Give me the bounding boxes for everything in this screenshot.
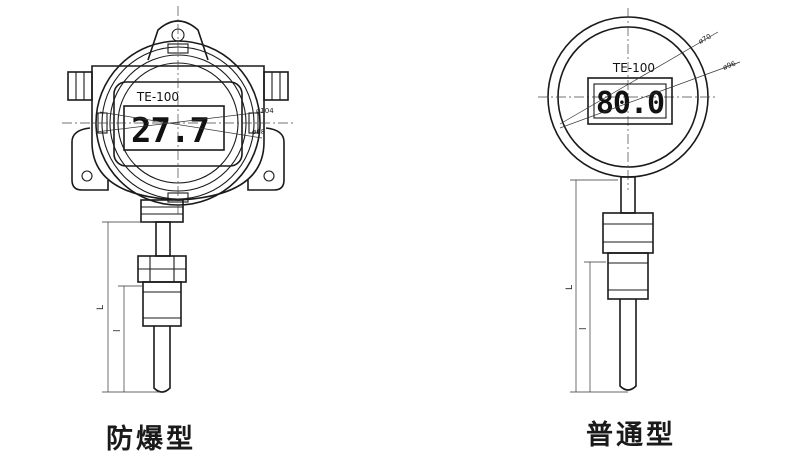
- hex-nut: [602, 212, 654, 254]
- gland-right: [263, 71, 289, 101]
- explosion-proof-thermometer: TE-100 27.7 ø104 ø68 L l 防爆型: [62, 6, 296, 455]
- leader-inner: [559, 31, 719, 125]
- leader-inner: [99, 111, 263, 139]
- thread-fitting: [142, 281, 182, 327]
- leader-outer: [95, 111, 263, 133]
- dim-l-label: l: [579, 327, 589, 330]
- lcd-readout: 80.0: [596, 86, 664, 121]
- stem: [620, 176, 636, 214]
- caption-standard: 普通型: [586, 419, 676, 451]
- caption-explosion-proof: 防爆型: [106, 424, 196, 455]
- gland-left: [67, 71, 93, 101]
- model-label: TE-100: [612, 61, 655, 75]
- dim-outer-diameter: ø96: [722, 59, 738, 72]
- dim-outer-diameter: ø104: [256, 107, 274, 115]
- thread-fitting: [607, 252, 649, 300]
- probe: [619, 299, 637, 391]
- leader-outer: [559, 61, 741, 129]
- bracket-hole-left: [81, 170, 93, 182]
- model-label: TE-100: [136, 90, 179, 104]
- probe: [153, 326, 171, 393]
- lcd-screen: [593, 83, 667, 119]
- dim-L-label: L: [565, 285, 575, 290]
- lcd-frame: [587, 77, 673, 125]
- mounting-bracket: [71, 127, 285, 191]
- lcd-readout: 27.7: [131, 111, 209, 151]
- lcd-screen: [123, 105, 225, 151]
- dim-L-label: L: [96, 305, 106, 310]
- dim-inner-diameter: ø70: [697, 33, 712, 46]
- stem: [155, 221, 171, 257]
- dim-inner-diameter: ø68: [252, 128, 265, 136]
- bracket-hole-right: [263, 170, 275, 182]
- standard-thermometer: TE-100 80.0 ø70 ø96 L l 普通型: [538, 8, 741, 451]
- dim-l-label: l: [113, 329, 123, 332]
